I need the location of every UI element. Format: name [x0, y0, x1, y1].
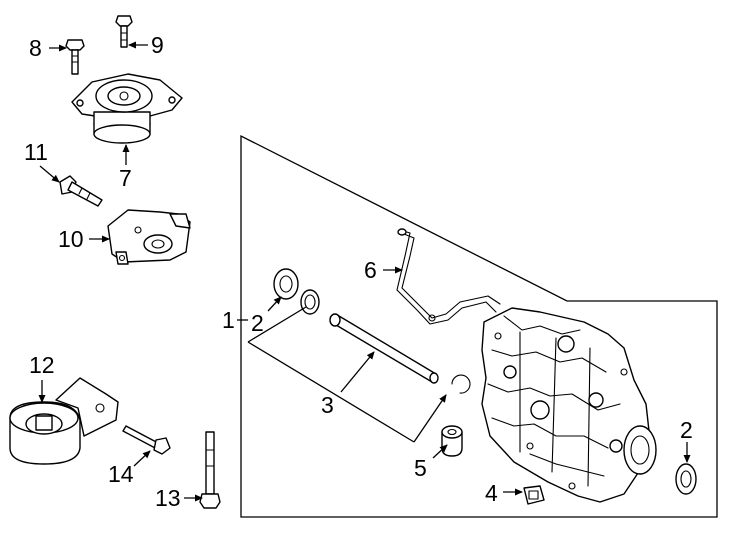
bolt-part-13	[199, 431, 221, 509]
callout-9: 9	[151, 32, 164, 58]
callout-5: 5	[414, 455, 427, 481]
shaft-part-3	[329, 313, 439, 384]
bolt-part-9	[115, 15, 133, 48]
bushing-part-5	[441, 425, 463, 457]
vent-hose-part-6	[396, 228, 501, 325]
leader-lines	[38, 41, 691, 502]
callout-3: 3	[321, 392, 334, 418]
callout-13: 13	[155, 485, 181, 511]
callout-8: 8	[29, 35, 42, 61]
callout-6: 6	[364, 257, 377, 283]
callout-12: 12	[29, 352, 55, 378]
callout-14: 14	[108, 461, 134, 487]
callout-7: 7	[119, 165, 132, 191]
seal-part-2-left	[273, 268, 320, 315]
callout-10: 10	[58, 226, 84, 252]
seal-part-2-right	[675, 463, 697, 495]
bolt-part-8	[65, 39, 85, 75]
bolt-part-14	[122, 425, 171, 455]
callout-2-left: 2	[251, 310, 264, 336]
callout-11: 11	[24, 139, 48, 165]
drive-unit-housing	[481, 307, 657, 503]
rear-mount-part-12	[9, 377, 119, 465]
callout-2-right: 2	[680, 417, 693, 443]
assembly-frame	[240, 134, 718, 518]
snap-ring	[451, 374, 471, 394]
callout-4: 4	[485, 480, 498, 506]
bolt-part-11	[59, 175, 103, 207]
callout-1: 1	[222, 307, 235, 333]
plug-part-4	[523, 485, 545, 505]
upper-mount-part-7	[71, 73, 183, 144]
bracket-part-10	[107, 209, 191, 265]
